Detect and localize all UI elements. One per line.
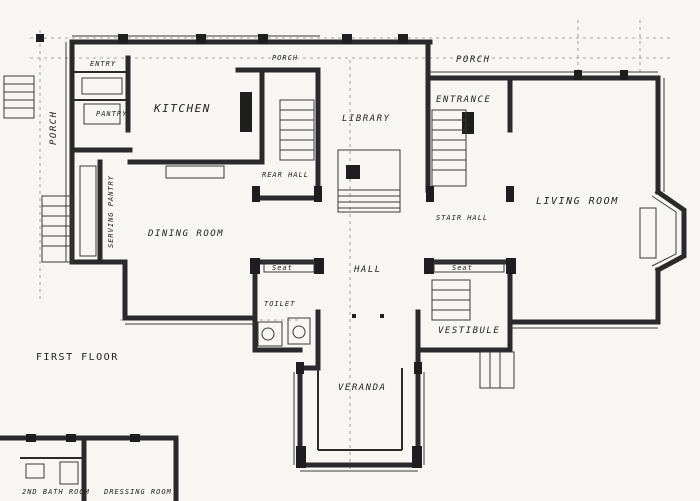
label-living-room: LIVING ROOM [536, 196, 619, 207]
label-kitchen: KITCHEN [153, 102, 211, 115]
label-entrance: ENTRANCE [436, 95, 491, 105]
label-serving-pantry: SERVING PANTRY [107, 175, 115, 248]
label-library: LIBRARY [342, 114, 390, 124]
stairs [3, 75, 657, 389]
label-rear-hall: REAR HALL [262, 171, 309, 179]
room-labels: PORCH ENTRY PANTRY KITCHEN PORCH REAR HA… [22, 54, 619, 496]
label-porch-right: PORCH [456, 55, 491, 65]
inset-plan [0, 434, 179, 501]
label-seat-left: Seat [272, 264, 293, 272]
label-second-bath-room: 2ND BATH ROOM [22, 488, 90, 496]
label-dining-room: DINING ROOM [147, 229, 224, 239]
label-hall: HALL [353, 265, 382, 275]
label-pantry: PANTRY [96, 110, 127, 118]
piers [36, 34, 628, 468]
label-toilet: TOILET [264, 300, 295, 308]
label-stair-hall: STAIR HALL [436, 214, 488, 222]
label-seat-right: Seat [452, 264, 473, 272]
fixtures [79, 77, 505, 347]
floor-caption: FIRST FLOOR [36, 352, 119, 363]
label-veranda: VERANDA [338, 383, 386, 393]
label-entry: ENTRY [90, 60, 116, 68]
label-dressing-room: DRESSING ROOM [103, 488, 172, 496]
label-vestibule: VESTIBULE [438, 326, 500, 336]
label-porch-left: PORCH [49, 110, 59, 145]
label-porch-top: PORCH [272, 54, 298, 62]
